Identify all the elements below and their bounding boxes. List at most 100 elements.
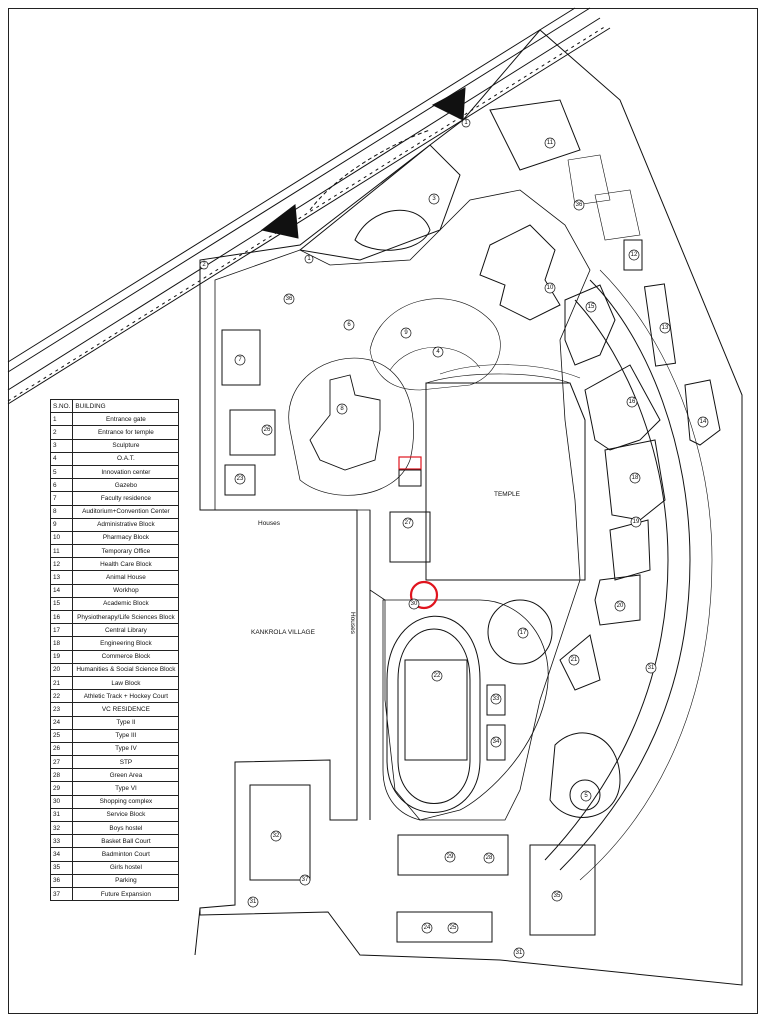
svg-text:31: 31 bbox=[250, 899, 257, 905]
legend-row-number: 4 bbox=[49, 451, 74, 466]
marker-28: 28 bbox=[483, 852, 495, 864]
marker-8: 8 bbox=[336, 403, 348, 415]
marker-12: 12 bbox=[628, 249, 640, 261]
marker-37: 37 bbox=[299, 874, 311, 886]
legend-row-building: Central Library bbox=[72, 623, 180, 638]
block-26 bbox=[229, 409, 276, 456]
legend-row-building: Administrative Block bbox=[72, 517, 180, 532]
svg-text:10: 10 bbox=[547, 285, 554, 291]
oat-block bbox=[369, 298, 501, 391]
svg-text:4: 4 bbox=[436, 349, 440, 355]
legend-row-number: 2 bbox=[49, 425, 74, 440]
legend-row-building: VC RESIDENCE bbox=[72, 702, 180, 717]
court-33 bbox=[486, 684, 506, 716]
ring-road bbox=[214, 189, 591, 821]
marker-6: 6 bbox=[343, 319, 355, 331]
legend-row-number: 27 bbox=[49, 755, 74, 770]
legend-row-number: 14 bbox=[49, 583, 74, 598]
legend-row-number: 32 bbox=[49, 820, 74, 836]
marker-3: 3 bbox=[428, 193, 440, 205]
block-12 bbox=[623, 239, 643, 271]
svg-text:31: 31 bbox=[516, 950, 523, 956]
marker-36: 36 bbox=[573, 199, 585, 211]
marker-35: 35 bbox=[551, 890, 563, 902]
legend-row-number: 10 bbox=[49, 530, 74, 546]
marker-22: 22 bbox=[431, 670, 443, 682]
sculpture-area bbox=[298, 144, 461, 261]
block-5 bbox=[549, 732, 621, 818]
block-27 bbox=[389, 511, 431, 563]
legend-row-number: 18 bbox=[49, 636, 74, 651]
legend-row-building: Engineering Block bbox=[72, 636, 180, 651]
legend-row-number: 33 bbox=[49, 834, 74, 849]
marker-17: 17 bbox=[517, 627, 529, 639]
legend-row-building: Type II bbox=[72, 715, 180, 730]
legend-row-building: Faculty residence bbox=[72, 491, 180, 506]
svg-text:29: 29 bbox=[447, 854, 454, 860]
girls-hostel bbox=[529, 844, 596, 936]
temple-block bbox=[425, 382, 586, 581]
legend-row-number: 35 bbox=[49, 860, 74, 875]
legend-row-number: 31 bbox=[49, 807, 74, 823]
legend-row-number: 12 bbox=[49, 557, 74, 572]
legend-row-number: 23 bbox=[49, 702, 74, 717]
svg-text:32: 32 bbox=[273, 833, 280, 839]
svg-text:3: 3 bbox=[432, 196, 436, 202]
svg-text:26: 26 bbox=[264, 427, 271, 433]
svg-text:28: 28 bbox=[486, 855, 493, 861]
legend-row-building: O.A.T. bbox=[72, 451, 180, 466]
svg-text:7: 7 bbox=[238, 357, 242, 363]
marker-13: 13 bbox=[659, 322, 671, 334]
houses-label: Houses bbox=[258, 520, 281, 527]
marker-36: 36 bbox=[283, 293, 295, 305]
legend-row-number: 34 bbox=[49, 847, 74, 862]
marker-14: 14 bbox=[697, 416, 709, 428]
legend-row-building: Commerce Block bbox=[72, 649, 180, 664]
marker-31: 31 bbox=[247, 896, 259, 908]
village-label: KANKROLA VILLAGE bbox=[251, 629, 315, 636]
svg-text:16: 16 bbox=[629, 399, 636, 405]
svg-text:30: 30 bbox=[411, 601, 418, 607]
svg-text:23: 23 bbox=[237, 476, 244, 482]
legend-row-number: 26 bbox=[49, 741, 74, 757]
legend-row-number: 20 bbox=[49, 662, 74, 677]
svg-text:22: 22 bbox=[434, 673, 441, 679]
svg-text:8: 8 bbox=[340, 406, 344, 412]
marker-24: 24 bbox=[421, 922, 433, 934]
svg-text:9: 9 bbox=[404, 330, 408, 336]
block-14 bbox=[684, 379, 721, 446]
auditorium-block bbox=[288, 357, 414, 496]
legend-row-number: 7 bbox=[49, 491, 74, 506]
marker-20: 20 bbox=[614, 600, 626, 612]
marker-26: 26 bbox=[261, 424, 273, 436]
legend-row-building: Basket Ball Court bbox=[72, 834, 180, 849]
svg-text:37: 37 bbox=[302, 877, 309, 883]
athletic-track bbox=[386, 615, 481, 813]
legend-row-building: Gazebo bbox=[72, 478, 180, 493]
legend-row-number: 22 bbox=[49, 689, 74, 704]
block-18 bbox=[604, 439, 666, 521]
svg-text:31: 31 bbox=[648, 665, 655, 671]
library-circle bbox=[487, 599, 553, 665]
legend-row-number: 3 bbox=[49, 438, 74, 453]
marker-5: 5 bbox=[580, 790, 592, 802]
block-16 bbox=[584, 364, 661, 451]
legend-row-building: Academic Block bbox=[72, 596, 180, 612]
legend-row-building: Entrance for temple bbox=[72, 425, 180, 440]
legend-row-building: Temporary Office bbox=[72, 544, 180, 559]
